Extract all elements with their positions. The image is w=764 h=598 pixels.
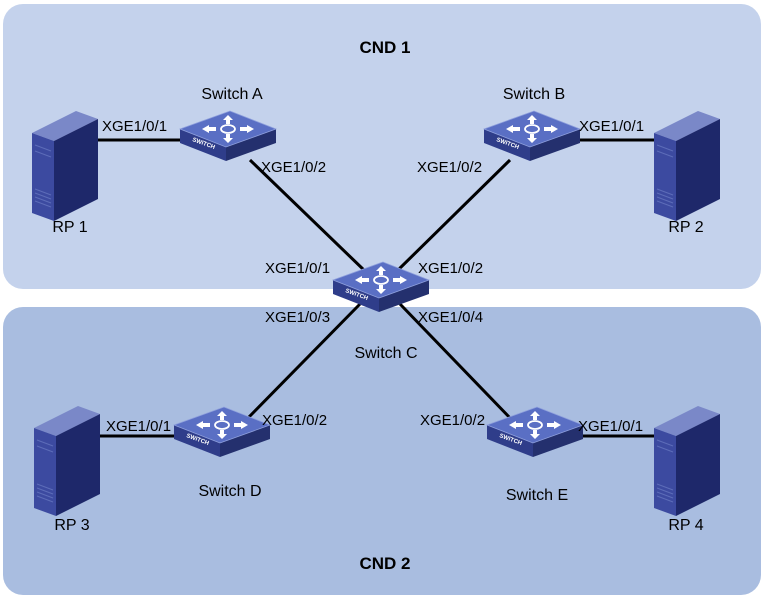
port-d-rp3: XGE1/0/1: [106, 418, 171, 435]
switch-a-icon: SWITCH: [179, 110, 277, 162]
switch-c-icon: SWITCH: [332, 261, 430, 313]
switch-b-icon: SWITCH: [483, 110, 581, 162]
port-c-d: XGE1/0/3: [265, 309, 330, 326]
link-switch-c-switch-d: [244, 302, 362, 422]
label-switch-a: Switch A: [201, 86, 263, 103]
port-b-rp2: XGE1/0/1: [579, 118, 644, 135]
link-switch-b-switch-c: [394, 158, 512, 274]
switch-e-icon: SWITCH: [486, 406, 584, 458]
zone-cnd1: [3, 4, 761, 289]
zone-cnd2-title: CND 2: [359, 554, 410, 573]
port-a-rp1: XGE1/0/1: [102, 118, 167, 135]
port-a-c: XGE1/0/2: [261, 159, 326, 176]
label-rp2: RP 2: [668, 219, 703, 236]
label-switch-b: Switch B: [503, 86, 565, 103]
switch-d-icon: SWITCH: [173, 406, 271, 458]
link-switch-c-switch-e: [398, 302, 514, 422]
label-switch-e: Switch E: [506, 487, 568, 504]
zone-cnd1-title: CND 1: [359, 38, 410, 57]
port-b-c: XGE1/0/2: [417, 159, 482, 176]
port-c-b: XGE1/0/2: [418, 260, 483, 277]
label-rp4: RP 4: [668, 517, 703, 534]
label-rp1: RP 1: [52, 219, 87, 236]
link-switch-a-switch-c: [248, 158, 368, 274]
port-c-a: XGE1/0/1: [265, 260, 330, 277]
port-e-c: XGE1/0/2: [420, 412, 485, 429]
port-e-rp4: XGE1/0/1: [578, 418, 643, 435]
port-d-c: XGE1/0/2: [262, 412, 327, 429]
port-c-e: XGE1/0/4: [418, 309, 483, 326]
zone-cnd2: [3, 307, 761, 595]
label-rp3: RP 3: [54, 517, 89, 534]
label-switch-d: Switch D: [198, 483, 261, 500]
label-switch-c: Switch C: [354, 345, 417, 362]
